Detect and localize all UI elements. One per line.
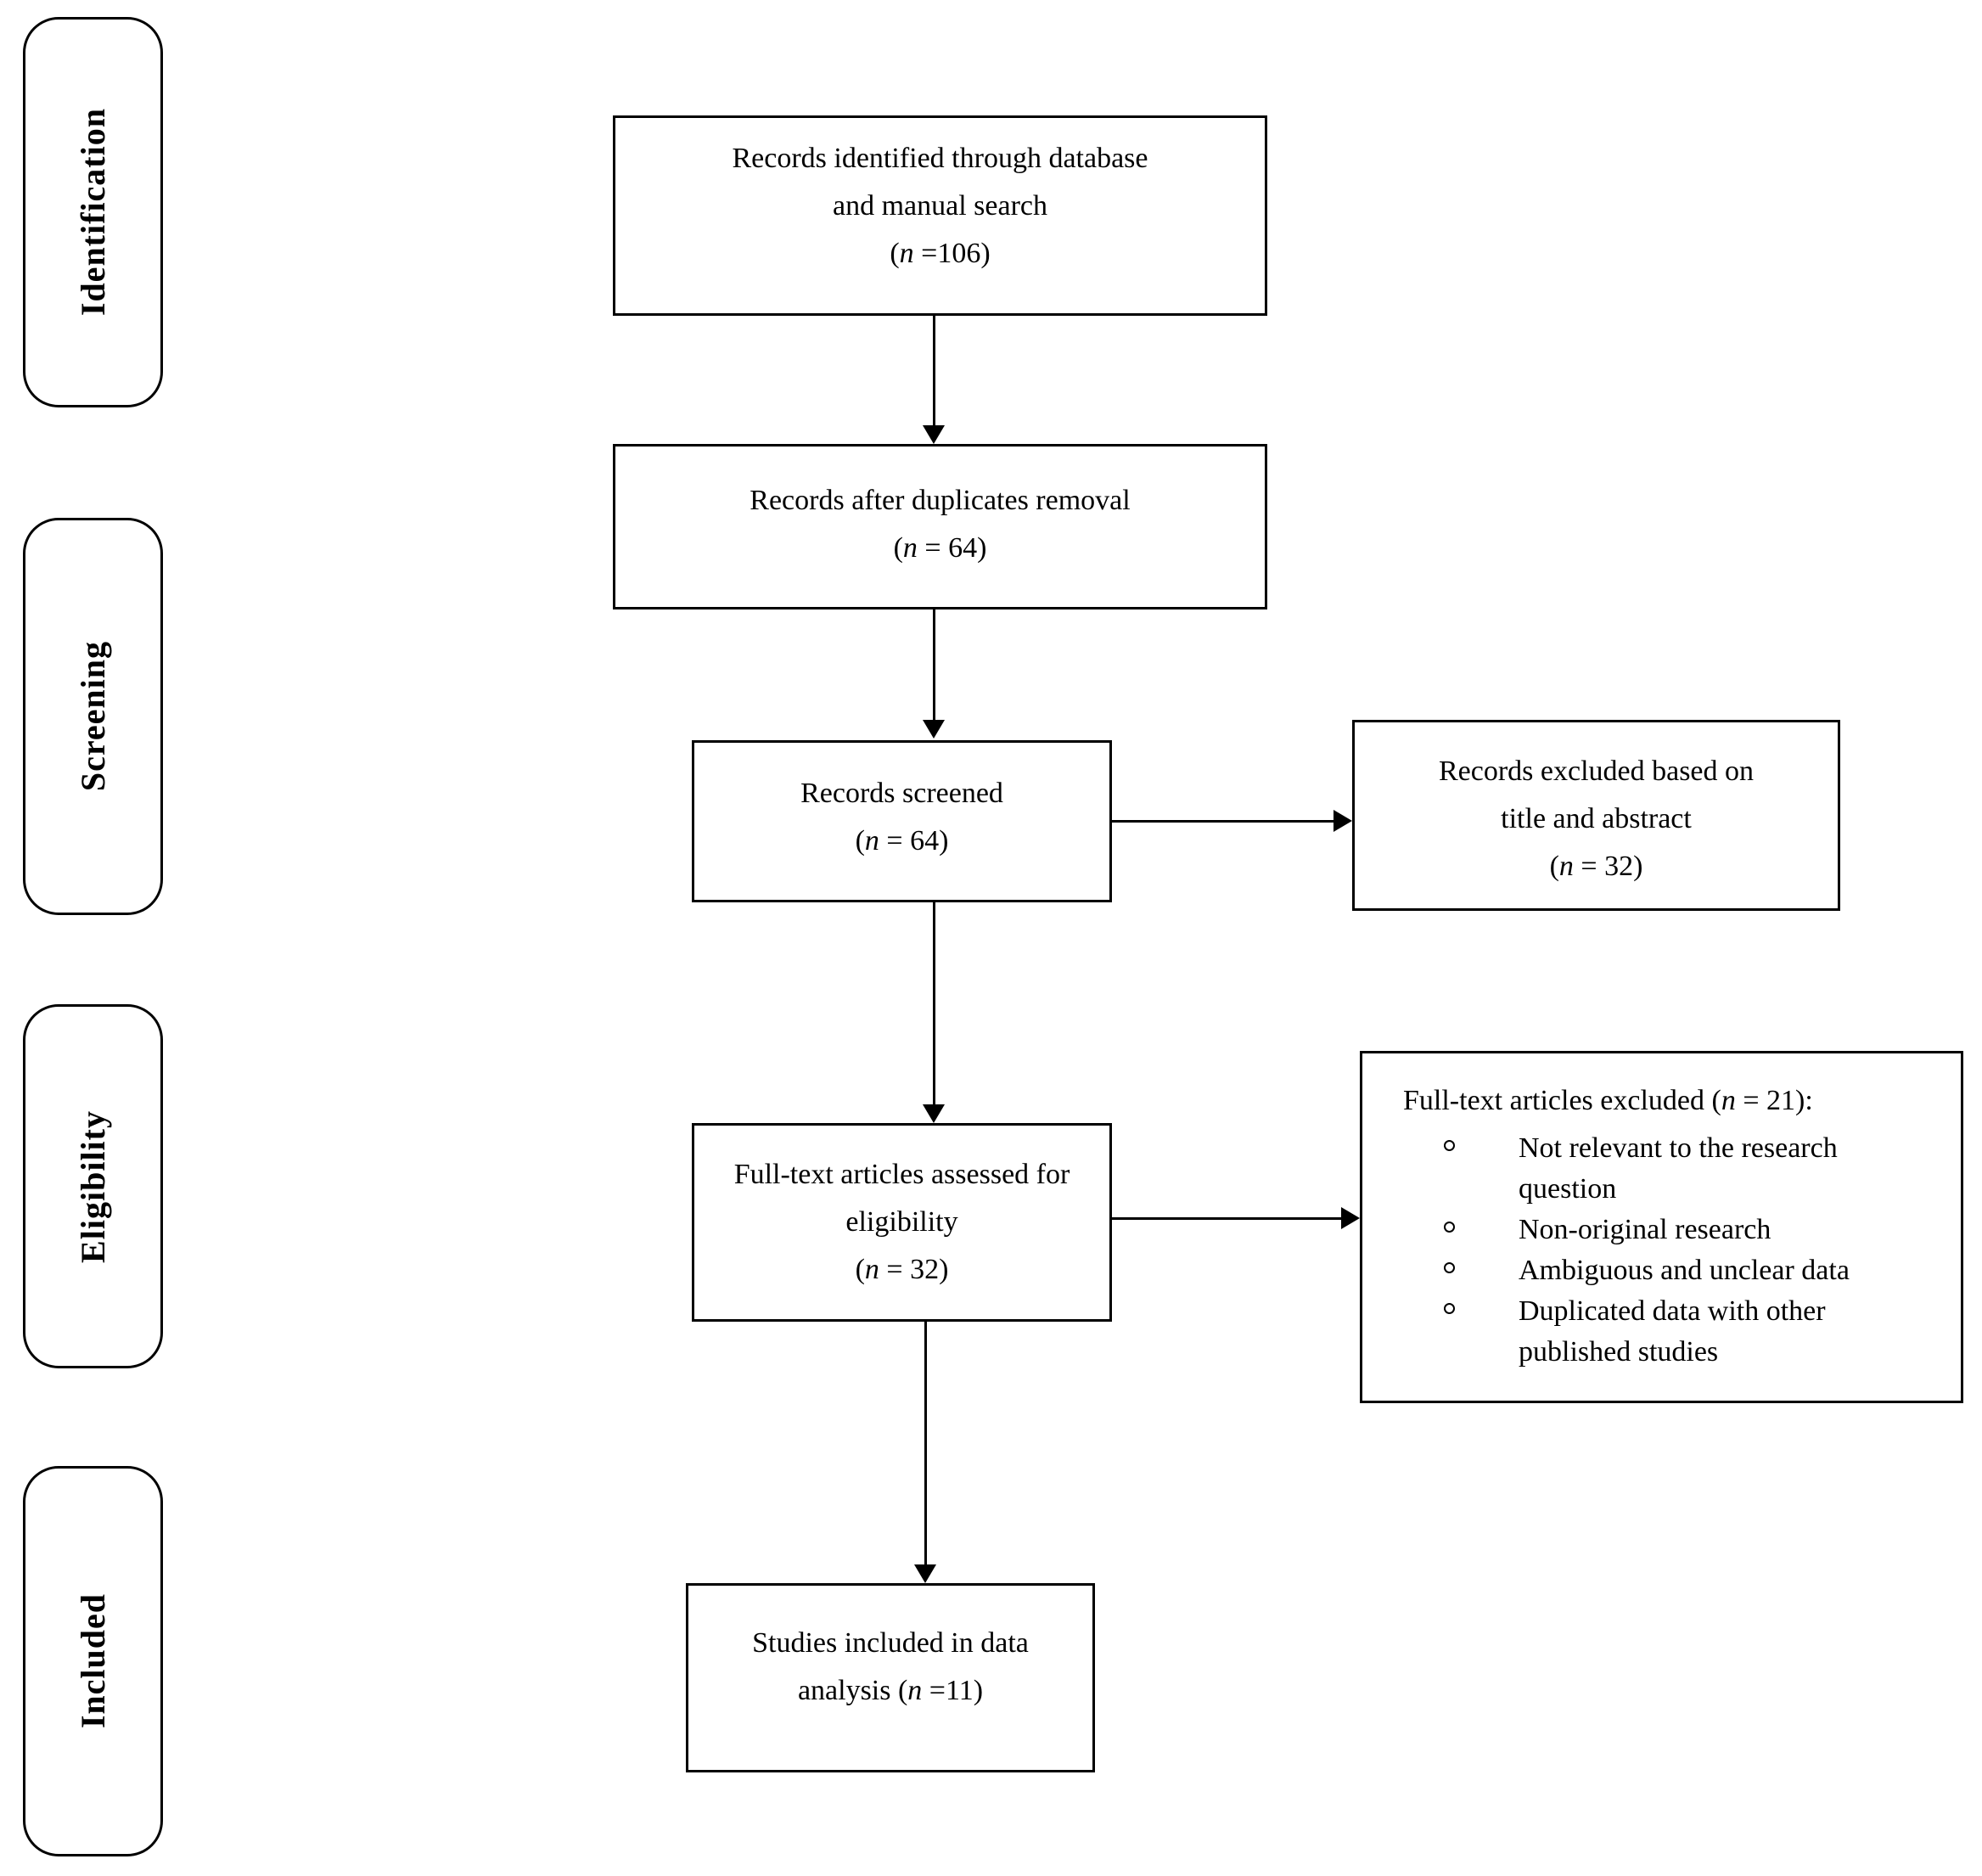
- box-records-identified-count: (n =106): [615, 230, 1265, 278]
- text: Full-text articles assessed for: [733, 1159, 1070, 1190]
- n-var: n: [902, 532, 918, 564]
- text: = 32): [1573, 851, 1643, 882]
- stage-screening-label: Screening: [74, 641, 112, 792]
- box-records-excluded-line2: title and abstract: [1355, 795, 1838, 843]
- connector-identified-to-deduplicated-line: [933, 316, 935, 429]
- stage-included: Included: [23, 1466, 163, 1856]
- box-records-identified-line1: Records identified through database: [615, 135, 1265, 183]
- exclusion-reason-text: Ambiguous and unclear data: [1519, 1255, 1850, 1286]
- exclusion-reason-text: Not relevant to the research question: [1519, 1132, 1838, 1205]
- arrowhead-down-icon: [923, 425, 945, 444]
- box-duplicates-removed: Records after duplicates removal (n = 64…: [613, 444, 1267, 609]
- text: title and abstract: [1501, 803, 1692, 834]
- box-fulltext-assessed-line1: Full-text articles assessed for: [694, 1151, 1109, 1199]
- stage-identification-label: Identification: [74, 108, 112, 317]
- circle-bullet-icon: [1444, 1303, 1455, 1314]
- arrowhead-right-icon: [1341, 1207, 1360, 1229]
- box-records-screened-line1: Records screened: [694, 770, 1109, 817]
- text: (: [893, 532, 903, 564]
- box-records-excluded-line1: Records excluded based on: [1355, 748, 1838, 795]
- n-var: n: [907, 1675, 923, 1706]
- text: = 64): [917, 532, 987, 564]
- n-var: n: [1721, 1085, 1736, 1116]
- n-var: n: [864, 825, 879, 857]
- text: (: [855, 1254, 865, 1285]
- n-var: n: [864, 1254, 879, 1285]
- text: (: [890, 238, 900, 269]
- text: (: [855, 825, 865, 857]
- box-fulltext-excluded-heading: Full-text articles excluded (n = 21):: [1362, 1053, 1961, 1128]
- text: and manual search: [833, 190, 1047, 222]
- circle-bullet-icon: [1444, 1222, 1455, 1233]
- box-records-identified-line2: and manual search: [615, 183, 1265, 230]
- text: analysis (: [797, 1675, 908, 1706]
- text: =11): [922, 1675, 984, 1706]
- text: Records excluded based on: [1438, 755, 1755, 787]
- text: Studies included in data: [752, 1627, 1029, 1659]
- text: = 32): [879, 1254, 949, 1285]
- text: Full-text articles excluded (: [1403, 1085, 1721, 1116]
- box-records-screened-count: (n = 64): [694, 817, 1109, 865]
- connector-screened-to-assessed-line: [933, 902, 935, 1108]
- box-fulltext-excluded: Full-text articles excluded (n = 21): No…: [1360, 1051, 1963, 1403]
- stage-identification: Identification: [23, 17, 163, 407]
- box-fulltext-assessed: Full-text articles assessed for eligibil…: [692, 1123, 1112, 1322]
- box-studies-included: Studies included in data analysis (n =11…: [686, 1583, 1095, 1772]
- exclusion-reason-item: Non-original research: [1362, 1210, 1961, 1250]
- text: = 21):: [1735, 1085, 1813, 1116]
- box-records-screened: Records screened (n = 64): [692, 740, 1112, 902]
- box-studies-included-line2: analysis (n =11): [688, 1667, 1092, 1715]
- text: =106): [913, 238, 991, 269]
- n-var: n: [899, 238, 914, 269]
- text: eligibility: [845, 1206, 958, 1238]
- exclusion-reason-item: Not relevant to the research question: [1362, 1128, 1961, 1210]
- connector-assessed-to-included-line: [924, 1322, 927, 1566]
- n-var: n: [1558, 851, 1574, 882]
- box-fulltext-assessed-count: (n = 32): [694, 1246, 1109, 1294]
- text: = 64): [879, 825, 949, 857]
- text: (: [1549, 851, 1559, 882]
- circle-bullet-icon: [1444, 1140, 1455, 1151]
- arrowhead-down-icon: [914, 1564, 936, 1583]
- arrowhead-down-icon: [923, 1104, 945, 1123]
- box-records-identified: Records identified through database and …: [613, 115, 1267, 316]
- text: Records after duplicates removal: [750, 485, 1131, 516]
- connector-screened-to-excluded-line: [1110, 820, 1335, 823]
- circle-bullet-icon: [1444, 1262, 1455, 1273]
- connector-deduplicated-to-screened-line: [933, 609, 935, 723]
- exclusion-reason-text: Duplicated data with other published stu…: [1519, 1295, 1826, 1368]
- stage-included-label: Included: [74, 1593, 112, 1729]
- exclusion-reason-text: Non-original research: [1519, 1214, 1771, 1245]
- box-fulltext-assessed-line2: eligibility: [694, 1199, 1109, 1246]
- stage-eligibility-label: Eligibility: [74, 1109, 112, 1263]
- box-records-excluded-count: (n = 32): [1355, 843, 1838, 890]
- text: Records screened: [800, 778, 1003, 809]
- stage-eligibility: Eligibility: [23, 1004, 163, 1368]
- box-records-excluded: Records excluded based on title and abst…: [1352, 720, 1840, 911]
- exclusion-reason-item: Duplicated data with other published stu…: [1362, 1291, 1961, 1373]
- text: Records identified through database: [732, 143, 1148, 174]
- stage-screening: Screening: [23, 518, 163, 915]
- box-studies-included-line1: Studies included in data: [688, 1620, 1092, 1667]
- exclusion-reason-item: Ambiguous and unclear data: [1362, 1250, 1961, 1291]
- box-duplicates-removed-count: (n = 64): [615, 525, 1265, 572]
- box-duplicates-removed-line1: Records after duplicates removal: [615, 477, 1265, 525]
- arrowhead-right-icon: [1333, 810, 1352, 832]
- connector-assessed-to-fulltext-excluded-line: [1110, 1217, 1343, 1220]
- arrowhead-down-icon: [923, 720, 945, 739]
